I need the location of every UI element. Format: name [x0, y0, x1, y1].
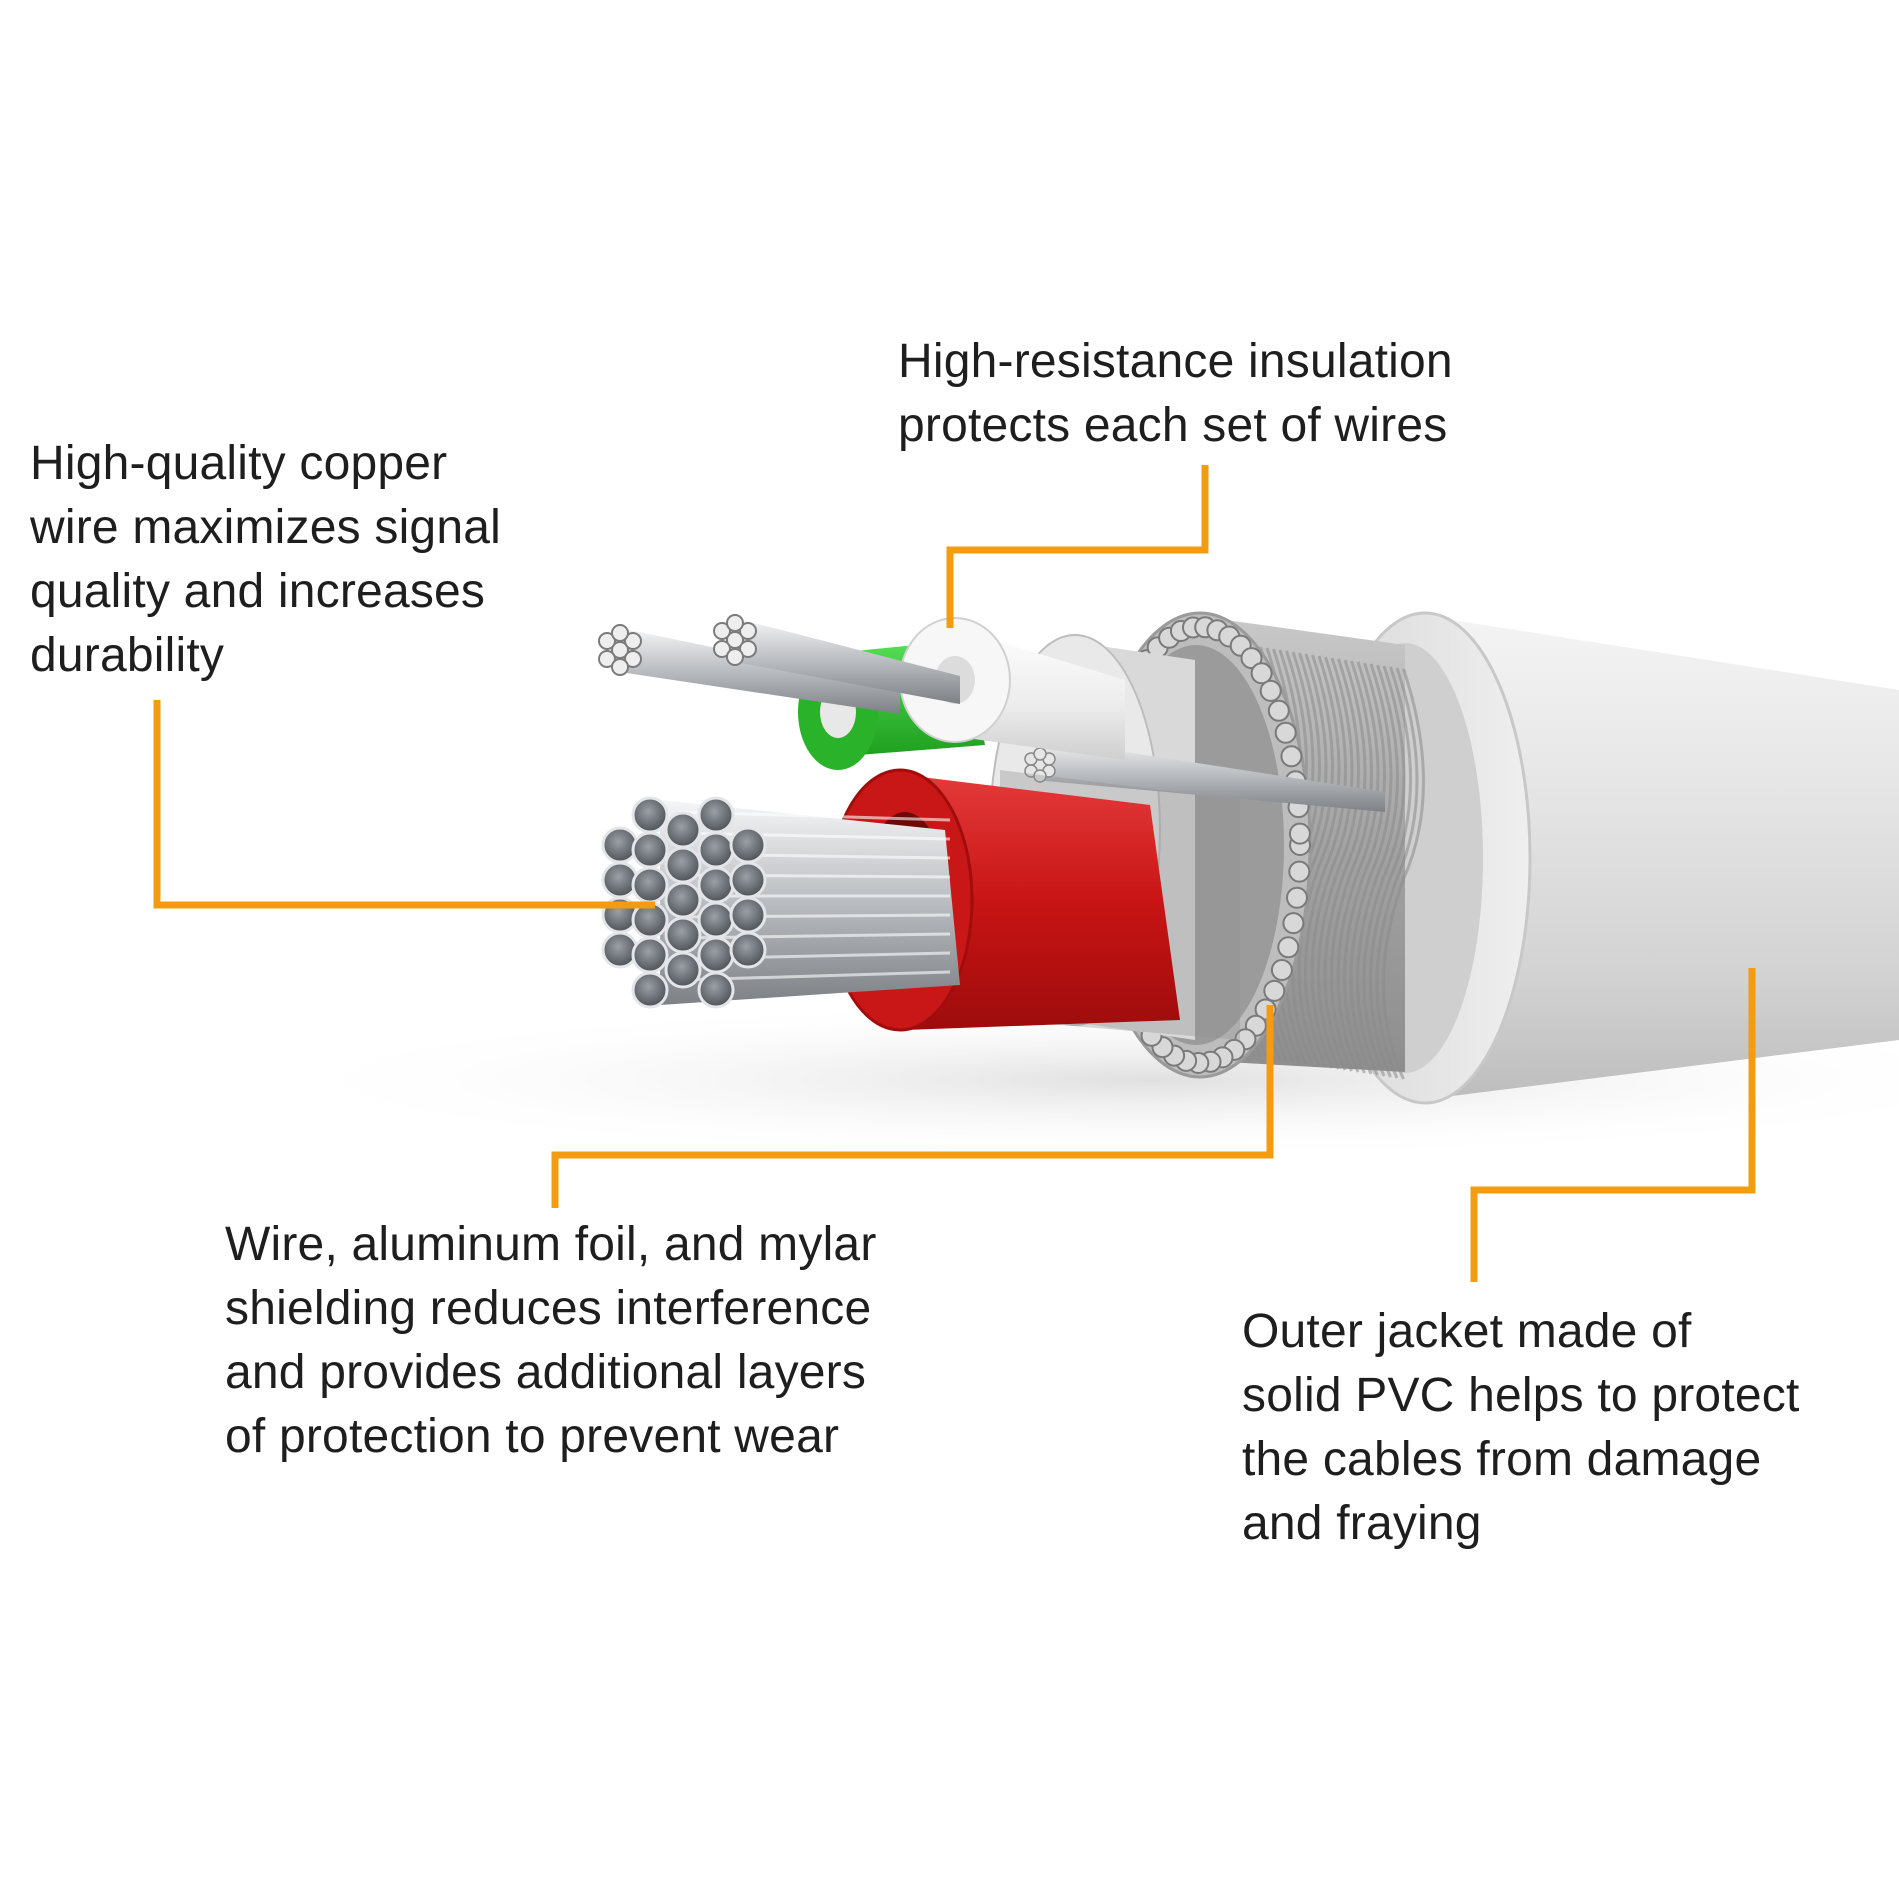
leader-shielding [551, 1005, 1274, 1208]
leader-copper [153, 700, 655, 909]
leader-jacket [1470, 968, 1756, 1282]
upper-strands [598, 614, 960, 714]
callout-jacket-line-1: Outer jacket made of [1242, 1305, 1692, 1358]
callout-shielding-line-3: and provides additional layers [225, 1346, 867, 1399]
callout-copper-wire: High-quality copper wire maximizes signa… [30, 432, 501, 688]
callout-insulation: High-resistance insulation protects each… [898, 330, 1453, 458]
copper-strand-bundle [601, 796, 960, 1009]
callout-jacket-line-3: the cables from damage [1242, 1433, 1762, 1486]
callout-copper-line-4: durability [30, 629, 225, 682]
callout-shielding: Wire, aluminum foil, and mylar shielding… [225, 1213, 877, 1469]
callout-copper-line-2: wire maximizes signal [30, 501, 501, 554]
callout-shielding-line-4: of protection to prevent wear [225, 1410, 840, 1463]
callout-copper-line-1: High-quality copper [30, 437, 448, 490]
outer-jacket [1318, 611, 1899, 1105]
leader-lines [153, 465, 1756, 1282]
callout-outer-jacket: Outer jacket made of solid PVC helps to … [1242, 1300, 1799, 1556]
callout-jacket-line-4: and fraying [1242, 1497, 1482, 1550]
callout-insulation-line-2: protects each set of wires [898, 399, 1448, 452]
callout-insulation-line-1: High-resistance insulation [898, 335, 1453, 388]
leader-insulation [946, 465, 1209, 628]
callout-jacket-line-2: solid PVC helps to protect [1242, 1369, 1800, 1422]
callout-copper-line-3: quality and increases [30, 565, 486, 618]
callout-shielding-line-2: shielding reduces interference [225, 1282, 872, 1335]
callout-shielding-line-1: Wire, aluminum foil, and mylar [225, 1218, 877, 1271]
